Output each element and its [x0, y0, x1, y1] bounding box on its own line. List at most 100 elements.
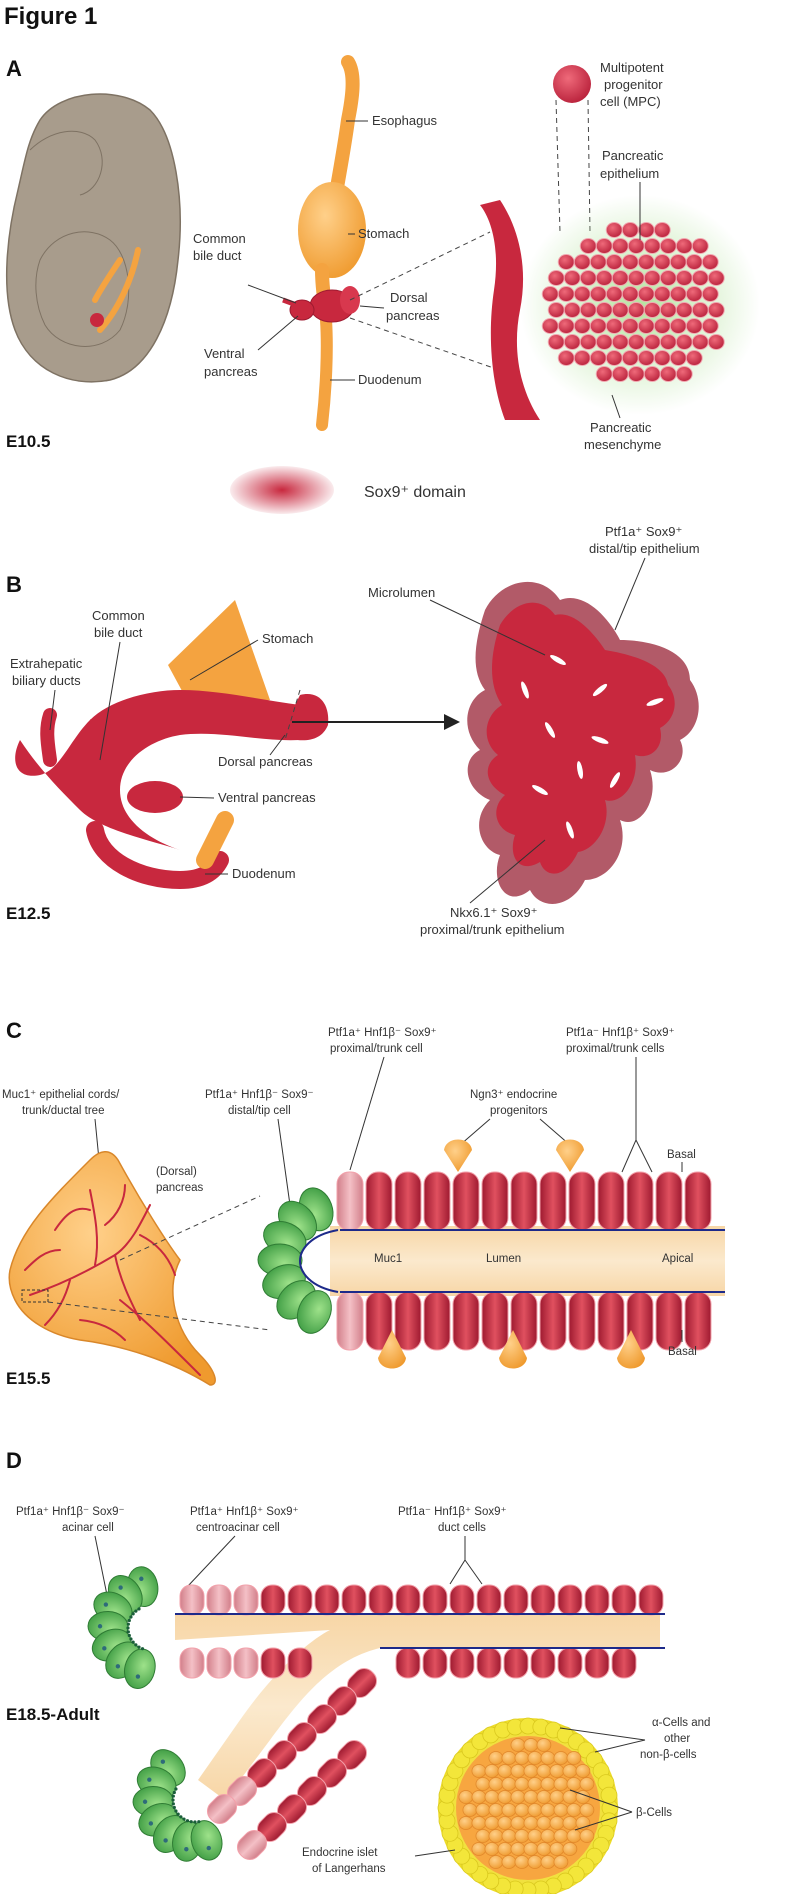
label-islet-1: Endocrine islet — [302, 1847, 378, 1859]
sox9-domain-swatch — [230, 466, 334, 514]
duct-cell — [179, 1584, 205, 1616]
trunk-cell — [394, 1171, 422, 1231]
progenitor-cell — [669, 318, 687, 334]
beta-cell — [553, 1803, 569, 1817]
beta-cell — [475, 1829, 491, 1843]
progenitor-cell — [621, 254, 639, 270]
label-c-trunk-cells-1: Ptf1a⁻ Hnf1β⁺ Sox9⁺ — [566, 1027, 675, 1039]
duct-cell — [557, 1647, 583, 1679]
beta-cell — [510, 1790, 526, 1804]
gut-tube-illustration — [282, 55, 366, 431]
beta-cell — [527, 1751, 543, 1765]
progenitor-cell — [573, 286, 591, 302]
progenitor-cell — [595, 334, 613, 350]
label-duodenum: Duodenum — [358, 372, 422, 387]
progenitor-cell — [563, 270, 581, 286]
duct-cell — [287, 1584, 313, 1616]
panel-d: D Ptf1a⁺ Hnf1β⁻ Sox9⁻ acinar cell Ptf1a⁺… — [6, 1448, 710, 1894]
progenitor-cell — [659, 302, 677, 318]
label-alpha-3: non-β-cells — [640, 1749, 697, 1761]
label-tip-cell-2: distal/tip cell — [228, 1105, 291, 1117]
progenitor-cell — [611, 366, 629, 382]
progenitor-cell — [627, 302, 645, 318]
epithelial-tube-e15 — [257, 1139, 725, 1369]
trunk-cell — [336, 1171, 364, 1231]
duct-cell — [422, 1647, 448, 1679]
beta-cell — [501, 1803, 517, 1817]
trunk-cell — [336, 1291, 364, 1351]
label-tip-1: Ptf1a⁺ Sox9⁺ — [605, 524, 682, 539]
figure-title: Figure 1 — [4, 3, 97, 30]
progenitor-cell — [621, 350, 639, 366]
progenitor-cell — [643, 238, 661, 254]
ductal-branch — [119, 1299, 201, 1376]
ductal-branch — [139, 1234, 176, 1276]
trunk-cell — [655, 1291, 683, 1351]
progenitor-cell — [637, 350, 655, 366]
alpha-cell — [600, 1786, 618, 1804]
microlumen — [521, 681, 529, 699]
progenitor-cell — [643, 334, 661, 350]
progenitor-cell — [675, 366, 693, 382]
trunk-cell — [684, 1171, 712, 1231]
label-dorsal-pancreas-1: Dorsal — [390, 290, 428, 305]
trunk-cell — [423, 1171, 451, 1231]
panel-a-letter: A — [6, 56, 22, 81]
legend-sox9-domain: Sox9⁺ domain — [364, 484, 466, 501]
progenitor-cell — [675, 270, 693, 286]
label-stomach: Stomach — [358, 226, 409, 241]
progenitor-cell — [675, 334, 693, 350]
progenitor-cell — [627, 334, 645, 350]
trunk-cell — [365, 1171, 393, 1231]
duct-cell — [449, 1647, 475, 1679]
label-b-duodenum: Duodenum — [232, 866, 296, 881]
label-microlumen: Microlumen — [368, 585, 435, 600]
beta-cell — [471, 1816, 487, 1830]
progenitor-cell — [685, 286, 703, 302]
gut-e12-illustration — [15, 600, 329, 890]
stage-e15-5: E15.5 — [6, 1369, 50, 1388]
duct-cell — [584, 1647, 610, 1679]
label-pancreatic-epithelium-2: epithelium — [600, 166, 659, 181]
trunk-cell — [452, 1291, 480, 1351]
label-c-lumen: Lumen — [486, 1253, 521, 1265]
beta-cell — [536, 1738, 552, 1752]
beta-cell — [501, 1751, 517, 1765]
duct-cell — [530, 1584, 556, 1616]
progenitor-cell — [685, 254, 703, 270]
progenitor-cell — [637, 318, 655, 334]
panel-b: B Common bile duct Extrahepatic biliary … — [6, 524, 700, 937]
progenitor-cell — [611, 302, 629, 318]
beta-cell — [553, 1777, 569, 1791]
label-dorsal-2: pancreas — [156, 1182, 204, 1194]
duct-cell — [260, 1647, 286, 1679]
progenitor-cell — [579, 270, 597, 286]
duct-cell — [476, 1584, 502, 1616]
progenitor-cell — [611, 334, 629, 350]
label-mpc-1: Multipotent — [600, 60, 664, 75]
stage-e10-5: E10.5 — [6, 432, 50, 451]
microlumen — [566, 821, 574, 839]
duct-cell — [395, 1647, 421, 1679]
duct-cell — [503, 1584, 529, 1616]
beta-cell — [536, 1790, 552, 1804]
beta-cell — [471, 1764, 487, 1778]
progenitor-cell — [653, 318, 671, 334]
progenitor-cell — [605, 350, 623, 366]
trunk-cell — [510, 1171, 538, 1231]
label-c-trunk-cell-2: proximal/trunk cell — [330, 1043, 423, 1055]
beta-cell — [484, 1764, 500, 1778]
trunk-cell — [539, 1171, 567, 1231]
progenitor-cell — [611, 270, 629, 286]
beta-cell — [523, 1842, 539, 1856]
progenitor-cell — [659, 238, 677, 254]
beta-cell — [488, 1803, 504, 1817]
beta-cell — [501, 1777, 517, 1791]
beta-cell — [566, 1829, 582, 1843]
duct-cell — [476, 1647, 502, 1679]
progenitor-cell — [627, 270, 645, 286]
beta-cell — [471, 1842, 487, 1856]
progenitor-cell — [589, 350, 607, 366]
trunk-cell — [452, 1171, 480, 1231]
ductal-branch — [24, 1249, 61, 1271]
